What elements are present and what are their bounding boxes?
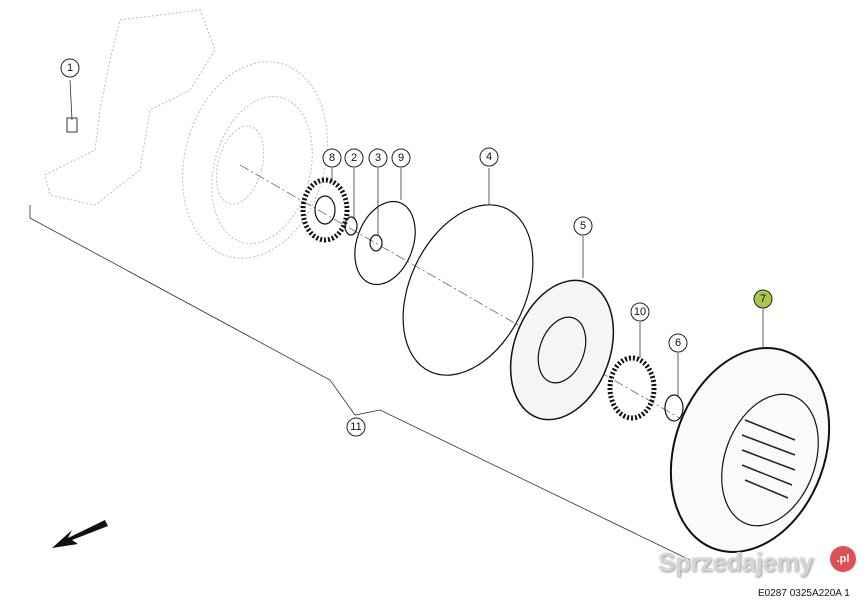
- svg-text:3: 3: [375, 152, 381, 164]
- part-ring-6: [664, 394, 684, 422]
- callout-11: 11: [346, 417, 366, 437]
- callout-5: 5: [573, 216, 593, 236]
- svg-text:10: 10: [634, 306, 646, 318]
- callout-6: 6: [668, 333, 688, 353]
- direction-arrow-icon: [52, 520, 108, 548]
- callout-4: 4: [479, 147, 499, 167]
- axle-housing: [44, 9, 328, 259]
- svg-text:11: 11: [350, 421, 361, 433]
- part-sun-gear-10: [607, 355, 657, 421]
- part-gear-8: [300, 177, 350, 243]
- part-ring-2: [344, 216, 358, 236]
- callout-3: 3: [368, 148, 388, 168]
- svg-text:5: 5: [580, 220, 586, 232]
- part-oring-4: [402, 204, 534, 376]
- part-cover-7: [669, 347, 831, 553]
- callout-1: 1: [60, 58, 80, 78]
- part-ring-3: [369, 234, 383, 252]
- svg-text:1: 1: [67, 62, 73, 74]
- svg-text:4: 4: [486, 151, 492, 163]
- part-planet-carrier-5: [509, 279, 615, 421]
- callout-10: 10: [630, 302, 650, 322]
- watermark-text: Sprzedajemy: [658, 547, 813, 577]
- assembly-bracket-line: [29, 205, 691, 561]
- svg-text:6: 6: [675, 337, 681, 349]
- svg-text:9: 9: [398, 152, 404, 164]
- svg-text:2: 2: [351, 152, 357, 164]
- leader-lines: [331, 168, 764, 396]
- part-shim-9: [354, 200, 416, 286]
- svg-text:8: 8: [329, 152, 335, 164]
- part-bolt: [66, 79, 78, 133]
- callout-8: 8: [322, 148, 342, 168]
- svg-text:7: 7: [760, 293, 766, 305]
- watermark-badge: .pl: [830, 546, 856, 572]
- drawing-code: E0287 0325A220A 1: [758, 588, 850, 599]
- callout-2: 2: [344, 148, 364, 168]
- callout-7: 7: [753, 289, 773, 309]
- callout-9: 9: [391, 148, 411, 168]
